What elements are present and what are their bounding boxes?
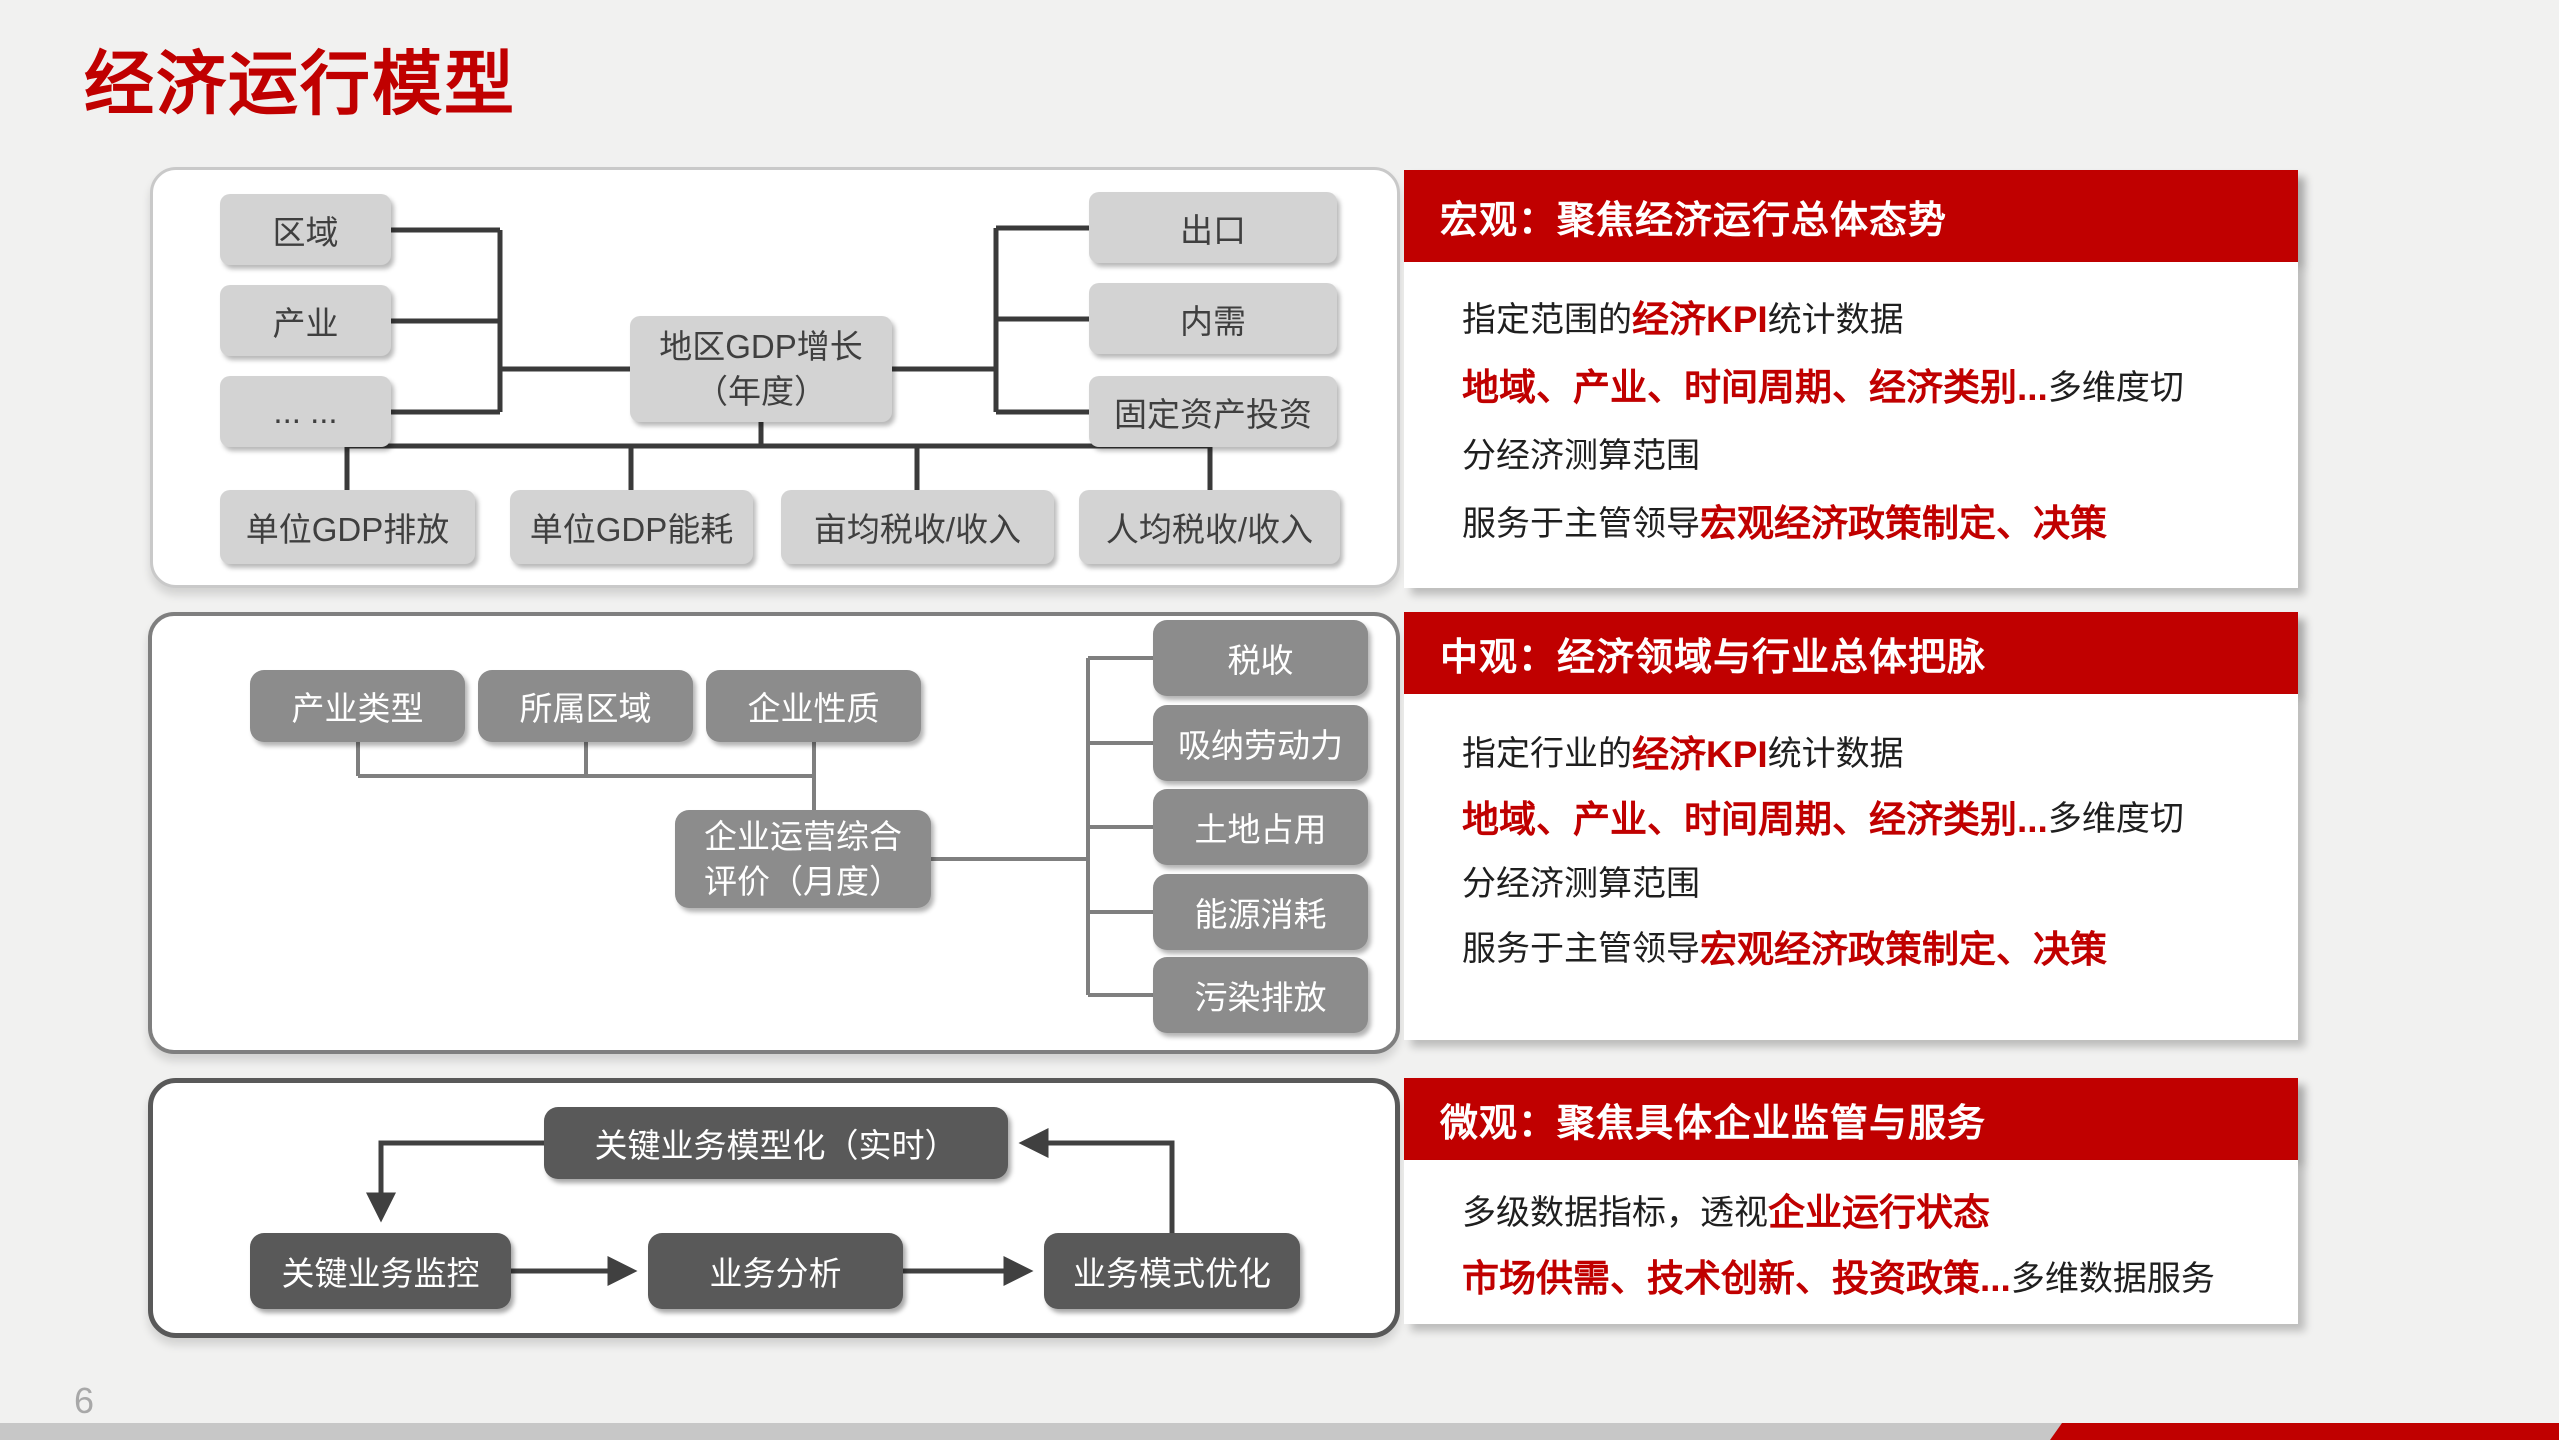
meso-connector-lines — [356, 656, 1153, 997]
node-ellipsis: ... ... — [220, 376, 391, 447]
page-title: 经济运行模型 — [84, 45, 516, 123]
macro-connector-lines — [344, 225, 1213, 490]
node-energy: 能源消耗 — [1153, 874, 1368, 950]
panel-meso-line-2: 地域、产业、时间周期、经济类别...多维度切 — [1462, 783, 2270, 848]
node-enterprise-evaluation: 企业运营综合 评价（月度） — [675, 810, 931, 908]
node-export: 出口 — [1089, 192, 1337, 263]
node-enterprise-evaluation-line1: 企业运营综合 — [704, 818, 902, 855]
node-business-monitoring: 关键业务监控 — [250, 1233, 511, 1309]
panel-macro-header: 宏观：聚焦经济运行总体态势 — [1404, 170, 2298, 262]
panel-meso-header: 中观：经济领域与行业总体把脉 — [1404, 612, 2298, 694]
panel-micro-header: 微观：聚焦具体企业监管与服务 — [1404, 1078, 2298, 1160]
text-segment: 指定范围的 — [1462, 300, 1632, 339]
diagram-micro-container: 关键业务模型化（实时） 关键业务监控 业务分析 业务模式优化 — [148, 1078, 1400, 1338]
node-business-analysis: 业务分析 — [648, 1233, 903, 1309]
node-fixed-asset-investment: 固定资产投资 — [1089, 376, 1337, 447]
node-gdp-growth: 地区GDP增长 （年度） — [630, 316, 892, 422]
node-tax: 税收 — [1153, 620, 1368, 696]
panel-meso-line-4: 服务于主管领导宏观经济政策制定、决策 — [1462, 913, 2270, 978]
text-segment: 分经济测算范围 — [1462, 436, 1700, 475]
node-business-modeling: 关键业务模型化（实时） — [544, 1107, 1008, 1179]
node-enterprise-evaluation-line2: 评价（月度） — [704, 863, 902, 900]
text-segment: 服务于主管领导 — [1462, 930, 1700, 968]
node-enterprise-nature: 企业性质 — [706, 670, 921, 742]
panel-micro-line-1: 多级数据指标，透视企业运行状态 — [1462, 1176, 2270, 1242]
text-segment: 多维数据服务 — [2010, 1259, 2215, 1298]
text-segment: 地域、产业、时间周期、经济类别... — [1462, 367, 2048, 408]
text-segment: 地域、产业、时间周期、经济类别... — [1462, 798, 2048, 840]
diagram-meso-container: 产业类型 所属区域 企业性质 企业运营综合 评价（月度） 税收 吸纳劳动力 土地… — [148, 612, 1400, 1054]
panel-meso-line-3: 分经济测算范围 — [1462, 848, 2270, 913]
node-business-optimization: 业务模式优化 — [1044, 1233, 1300, 1309]
node-gdp-emission: 单位GDP排放 — [220, 490, 475, 564]
panel-macro-line-3: 分经济测算范围 — [1462, 418, 2270, 486]
text-segment: 多维度切 — [2047, 368, 2184, 407]
text-segment: 指定行业的 — [1462, 735, 1632, 773]
text-segment: 多维度切 — [2047, 800, 2184, 838]
node-industry: 产业 — [220, 285, 391, 356]
node-gdp-energy: 单位GDP能耗 — [510, 490, 753, 564]
panel-macro-line-2: 地域、产业、时间周期、经济类别...多维度切 — [1462, 350, 2270, 418]
text-segment: 宏观经济政策制定、决策 — [1700, 503, 2107, 544]
micro-connector-arrows — [366, 1128, 1175, 1286]
node-tax-per-capita: 人均税收/收入 — [1079, 490, 1340, 564]
diagram-macro-container: 区域 产业 ... ... 地区GDP增长 （年度） 出口 内需 固定资产投资 … — [150, 167, 1400, 588]
panel-micro-body: 多级数据指标，透视企业运行状态 市场供需、技术创新、投资政策...多维数据服务 — [1404, 1160, 2298, 1324]
node-land: 土地占用 — [1153, 789, 1368, 865]
text-segment: 市场供需、技术创新、投资政策... — [1462, 1258, 2011, 1299]
text-segment: 服务于主管领导 — [1462, 504, 1700, 543]
text-segment: 多级数据指标，透视 — [1462, 1193, 1768, 1232]
node-industry-type: 产业类型 — [250, 670, 465, 742]
text-segment: 经济KPI — [1632, 299, 1768, 340]
node-labor: 吸纳劳动力 — [1153, 705, 1368, 781]
node-tax-per-mu: 亩均税收/收入 — [781, 490, 1054, 564]
text-segment: 统计数据 — [1767, 735, 1904, 773]
page-number: 6 — [74, 1380, 95, 1421]
text-segment: 分经济测算范围 — [1462, 865, 1700, 903]
node-domestic-demand: 内需 — [1089, 283, 1337, 354]
text-segment: 经济KPI — [1632, 733, 1768, 775]
footer-bar-red — [2050, 1423, 2559, 1440]
text-segment: 企业运行状态 — [1768, 1192, 1990, 1233]
panel-macro-line-4: 服务于主管领导宏观经济政策制定、决策 — [1462, 486, 2270, 554]
node-gdp-growth-line1: 地区GDP增长 — [659, 328, 863, 365]
text-segment: 统计数据 — [1767, 300, 1904, 339]
node-gdp-growth-line2: （年度） — [695, 373, 827, 410]
text-segment: 宏观经济政策制定、决策 — [1700, 928, 2107, 970]
footer-bar-gray — [0, 1423, 2559, 1440]
node-pollution: 污染排放 — [1153, 957, 1368, 1033]
node-region: 区域 — [220, 194, 391, 265]
panel-micro-line-2: 市场供需、技术创新、投资政策...多维数据服务 — [1462, 1242, 2270, 1308]
node-region-owned: 所属区域 — [478, 670, 693, 742]
